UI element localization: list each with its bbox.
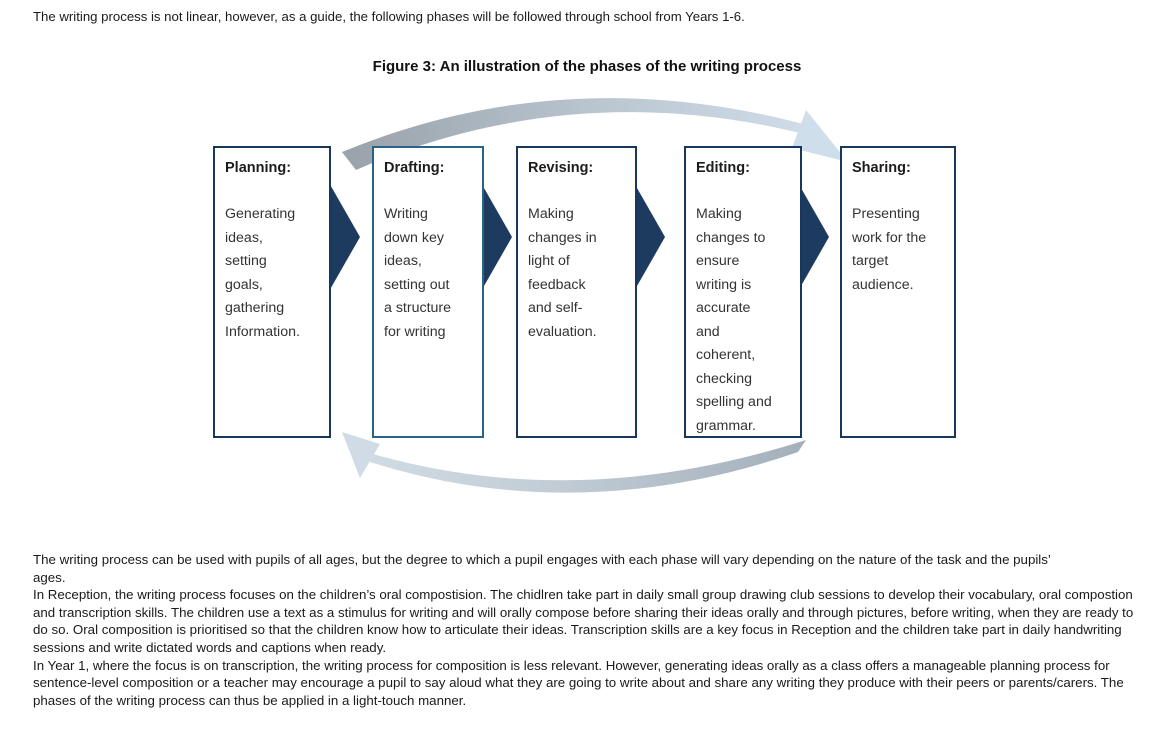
bottom-cycle-arrow (342, 432, 806, 493)
top-cycle-arrow (342, 98, 848, 170)
phase-body: Generating ideas, setting goals, gatheri… (225, 206, 300, 340)
phase-box-planning: Planning: Generating ideas, setting goal… (213, 146, 331, 438)
phase-title: Revising: (528, 160, 594, 176)
body-paragraph: The writing process can be used with pup… (33, 552, 1051, 585)
figure-title: Figure 3: An illustration of the phases … (372, 58, 802, 75)
phase-body: Making changes in light of feedback and … (528, 206, 597, 340)
phase-box-revising: Revising: Making changes in light of fee… (516, 146, 637, 438)
phase-title: Sharing: (852, 160, 911, 176)
phase-box-sharing: Sharing: Presenting work for the target … (840, 146, 956, 438)
body-paragraph: In Year 1, where the focus is on transcr… (33, 657, 1124, 708)
phase-box-editing: Editing: Making changes to ensure writin… (684, 146, 802, 438)
phase-body: Presenting work for the target audience. (852, 206, 927, 293)
phase-title: Planning: (225, 160, 292, 176)
writing-process-diagram: Planning: Generating ideas, setting goal… (0, 85, 1174, 525)
intro-paragraph: The writing process is not linear, howev… (33, 9, 745, 24)
phase-body: Writing down key ideas, setting out a st… (384, 206, 452, 340)
phase-title: Editing: (696, 160, 750, 176)
body-text-block: The writing process can be used with pup… (33, 551, 1155, 709)
body-paragraph: In Reception, the writing process focuse… (33, 587, 1134, 655)
cycle-arrows (342, 98, 848, 493)
phase-box-drafting: Drafting: Writing down key ideas, settin… (372, 146, 484, 438)
phase-title: Drafting: (384, 160, 445, 176)
phase-body: Making changes to ensure writing is accu… (696, 206, 772, 434)
